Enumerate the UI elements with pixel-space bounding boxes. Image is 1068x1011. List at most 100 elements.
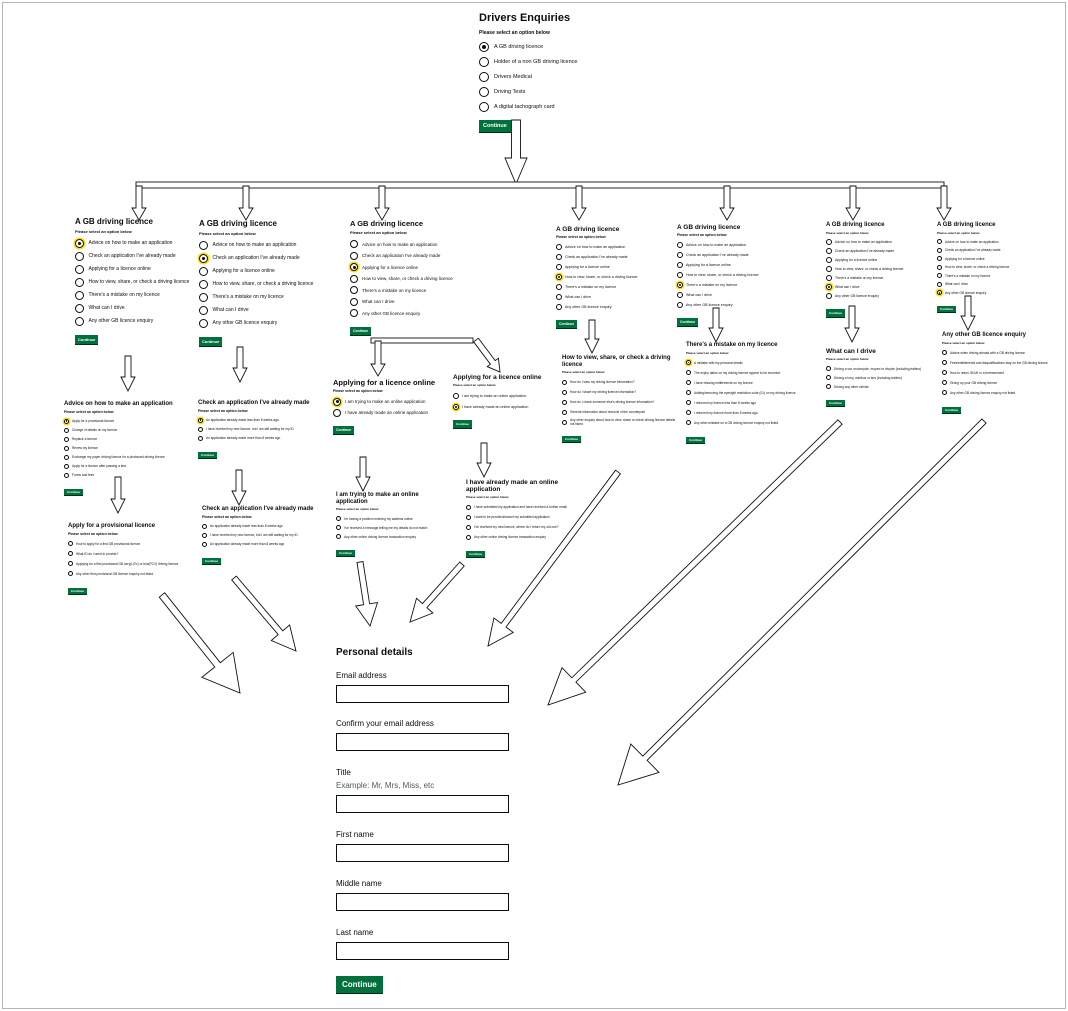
radio-option[interactable]: I returned my licence more than 8 weeks … [686, 408, 804, 418]
radio-option[interactable]: I am trying to make an online applicatio… [333, 396, 448, 407]
radio-option[interactable]: A mistake with my personal details [686, 358, 804, 368]
radio-circle-icon[interactable] [75, 316, 84, 326]
continue-button[interactable]: Continue [453, 420, 472, 430]
radio-circle-icon[interactable] [64, 436, 69, 442]
radio-circle-icon[interactable] [942, 390, 947, 396]
radio-circle-icon[interactable] [198, 417, 203, 423]
radio-option[interactable]: A GB driving licence [479, 39, 629, 54]
radio-circle-icon[interactable] [336, 534, 341, 540]
radio-circle-icon[interactable] [677, 292, 683, 299]
radio-circle-icon[interactable] [686, 370, 691, 376]
radio-option[interactable]: How to view, share, or check a driving l… [826, 265, 931, 274]
radio-circle-icon[interactable] [64, 445, 69, 451]
radio-circle-icon[interactable] [198, 435, 203, 441]
radio-circle-icon[interactable] [466, 524, 471, 530]
radio-circle-icon[interactable] [64, 454, 69, 460]
radio-option[interactable]: I have already made an online applicatio… [333, 407, 448, 418]
radio-circle-icon[interactable] [68, 561, 73, 567]
radio-option[interactable]: Exchange my paper driving licence for a … [64, 453, 192, 462]
radio-circle-icon[interactable] [202, 532, 207, 538]
continue-button[interactable]: Continue [68, 587, 87, 595]
radio-option[interactable]: I've received my new licence, where do I… [466, 522, 581, 532]
radio-circle-icon[interactable] [686, 420, 691, 426]
radio-option[interactable]: Driving a lorry, minibus or bus (includi… [826, 373, 936, 382]
radio-option[interactable]: Any other enquiry about how to view, sha… [562, 417, 680, 427]
radio-option[interactable]: Check an application I've already made [677, 250, 787, 260]
radio-option[interactable]: Any other GB licence enquiry [199, 317, 324, 330]
radio-circle-icon[interactable] [466, 504, 471, 510]
radio-circle-icon[interactable] [333, 408, 341, 417]
radio-circle-icon[interactable] [202, 541, 207, 547]
radio-option[interactable]: The expiry dates on my driving licence a… [686, 368, 804, 378]
radio-circle-icon[interactable] [826, 239, 832, 246]
radio-circle-icon[interactable] [75, 238, 84, 248]
continue-button[interactable]: Continue [942, 406, 961, 414]
continue-button[interactable]: Continue [336, 550, 355, 558]
radio-option[interactable]: Advice when driving abroad with a GB dri… [942, 348, 1054, 358]
radio-option[interactable]: Applying for a licence online [199, 265, 324, 278]
continue-button[interactable]: Continue [677, 318, 699, 328]
radio-circle-icon[interactable] [937, 264, 942, 270]
radio-option[interactable]: Applying for a licence online [826, 256, 931, 265]
continue-button[interactable]: Continue [336, 976, 383, 994]
radio-circle-icon[interactable] [68, 541, 73, 547]
radio-option[interactable]: How to view, share, or check a driving l… [350, 273, 475, 285]
radio-circle-icon[interactable] [686, 360, 691, 366]
radio-option[interactable]: How do I share my driving licence inform… [562, 387, 680, 397]
first-name-field[interactable] [336, 844, 509, 862]
confirm-email-field[interactable] [336, 733, 509, 751]
radio-option[interactable]: Applying for a first provisional GB lorr… [68, 559, 193, 569]
radio-circle-icon[interactable] [199, 305, 208, 315]
continue-button[interactable]: Continue [826, 308, 845, 318]
radio-option[interactable]: There's a mistake on my licence [937, 272, 1047, 281]
radio-option[interactable]: I have received my new licence, but I am… [198, 425, 328, 434]
radio-circle-icon[interactable] [826, 266, 832, 273]
radio-circle-icon[interactable] [453, 403, 459, 410]
radio-option[interactable]: There's a mistake on my licence [677, 280, 787, 290]
radio-option[interactable]: There's a mistake on my licence [199, 291, 324, 304]
radio-option[interactable]: How to view, share, or check a driving l… [937, 263, 1047, 272]
radio-circle-icon[interactable] [64, 463, 69, 469]
radio-option[interactable]: Any other GB licence enquiry [937, 289, 1047, 298]
continue-button[interactable]: Continue [937, 306, 956, 314]
radio-circle-icon[interactable] [199, 240, 208, 250]
radio-circle-icon[interactable] [826, 384, 831, 390]
radio-option[interactable]: Any other online driving licence transac… [336, 532, 448, 541]
radio-option[interactable]: There's a mistake on my licence [75, 289, 195, 302]
radio-circle-icon[interactable] [75, 251, 84, 261]
radio-option[interactable]: How do I view my driving licence informa… [562, 377, 680, 387]
radio-circle-icon[interactable] [686, 410, 691, 416]
radio-option[interactable]: I returned my licence less than 8 weeks … [686, 398, 804, 408]
radio-option[interactable]: General information about removal of the… [562, 407, 680, 417]
radio-option[interactable]: What can I drive [199, 304, 324, 317]
radio-option[interactable]: There's a mistake on my licence [350, 284, 475, 296]
radio-option[interactable]: Any other GB licence enquiry [350, 307, 475, 319]
radio-option[interactable]: Any other GB driving licence enquiry not… [942, 388, 1054, 398]
radio-option[interactable]: Check an application I've already made [75, 250, 195, 263]
radio-option[interactable]: Advice on how to make an application [556, 242, 666, 252]
radio-circle-icon[interactable] [198, 426, 203, 432]
radio-circle-icon[interactable] [75, 303, 84, 313]
radio-circle-icon[interactable] [466, 514, 471, 520]
radio-option[interactable]: I am trying to make an online applicatio… [453, 390, 558, 401]
radio-circle-icon[interactable] [68, 571, 73, 577]
radio-circle-icon[interactable] [350, 274, 358, 283]
radio-circle-icon[interactable] [350, 263, 358, 271]
radio-circle-icon[interactable] [937, 290, 942, 296]
radio-option[interactable]: Advice on how to make an application [826, 238, 931, 247]
radio-option[interactable]: Applying for a licence online [350, 261, 475, 273]
radio-option[interactable]: Advice on how to make an application [199, 239, 324, 252]
continue-button[interactable]: Continue [75, 334, 99, 345]
radio-circle-icon[interactable] [199, 292, 208, 302]
radio-option[interactable]: Applying for a licence online [75, 263, 195, 276]
radio-option[interactable]: Applying for a licence online [937, 255, 1047, 264]
continue-button[interactable]: Continue [350, 326, 372, 336]
radio-circle-icon[interactable] [942, 380, 947, 386]
radio-circle-icon[interactable] [937, 281, 942, 287]
radio-circle-icon[interactable] [942, 360, 947, 366]
radio-option[interactable]: An application already made less than 8 … [202, 522, 332, 531]
radio-circle-icon[interactable] [199, 279, 208, 289]
radio-circle-icon[interactable] [826, 257, 832, 264]
radio-option[interactable]: Any other mistake on a GB driving licenc… [686, 418, 804, 428]
continue-button[interactable]: Continue [202, 557, 221, 565]
